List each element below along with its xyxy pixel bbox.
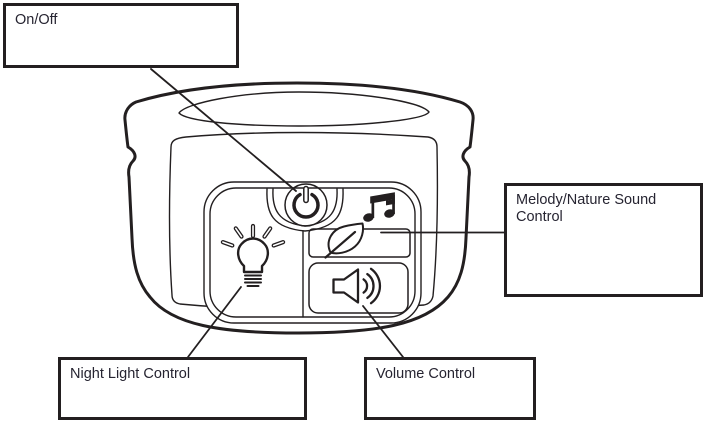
on-off-label: On/Off bbox=[15, 12, 58, 28]
power-button bbox=[284, 183, 328, 227]
callout-box-night-light: Night Light Control bbox=[58, 357, 307, 420]
top-oval bbox=[178, 91, 430, 127]
leader-lines bbox=[150, 68, 505, 358]
leaf-icon bbox=[324, 222, 365, 259]
volume-button bbox=[308, 262, 409, 314]
bulb-glass bbox=[236, 237, 270, 274]
panel-inner-bezel bbox=[209, 187, 416, 318]
front-face-seam bbox=[168, 131, 439, 311]
speaker-icon bbox=[332, 267, 382, 305]
music-note-icon bbox=[363, 192, 395, 222]
bulb-threads bbox=[244, 274, 262, 287]
volume-label: Volume Control bbox=[376, 366, 476, 382]
volume-leader-line bbox=[362, 305, 404, 358]
night-light-label: Night Light Control bbox=[70, 366, 191, 382]
power-icon bbox=[292, 185, 320, 219]
callout-box-on-off: On/Off bbox=[3, 3, 239, 68]
callout-box-melody: Melody/Nature Sound Control bbox=[504, 183, 703, 297]
light-bulb-icon bbox=[220, 223, 286, 287]
callout-box-volume: Volume Control bbox=[364, 357, 536, 420]
leaf-stem bbox=[324, 230, 357, 259]
night-leader-line bbox=[187, 286, 242, 358]
onoff-leader-line bbox=[150, 68, 297, 192]
bulb-rays bbox=[220, 223, 286, 248]
sound-waves bbox=[362, 267, 382, 305]
power-button-ring bbox=[284, 183, 328, 227]
melody-label: Melody/Nature Sound Control bbox=[516, 192, 657, 225]
power-cup-outer bbox=[266, 188, 344, 232]
